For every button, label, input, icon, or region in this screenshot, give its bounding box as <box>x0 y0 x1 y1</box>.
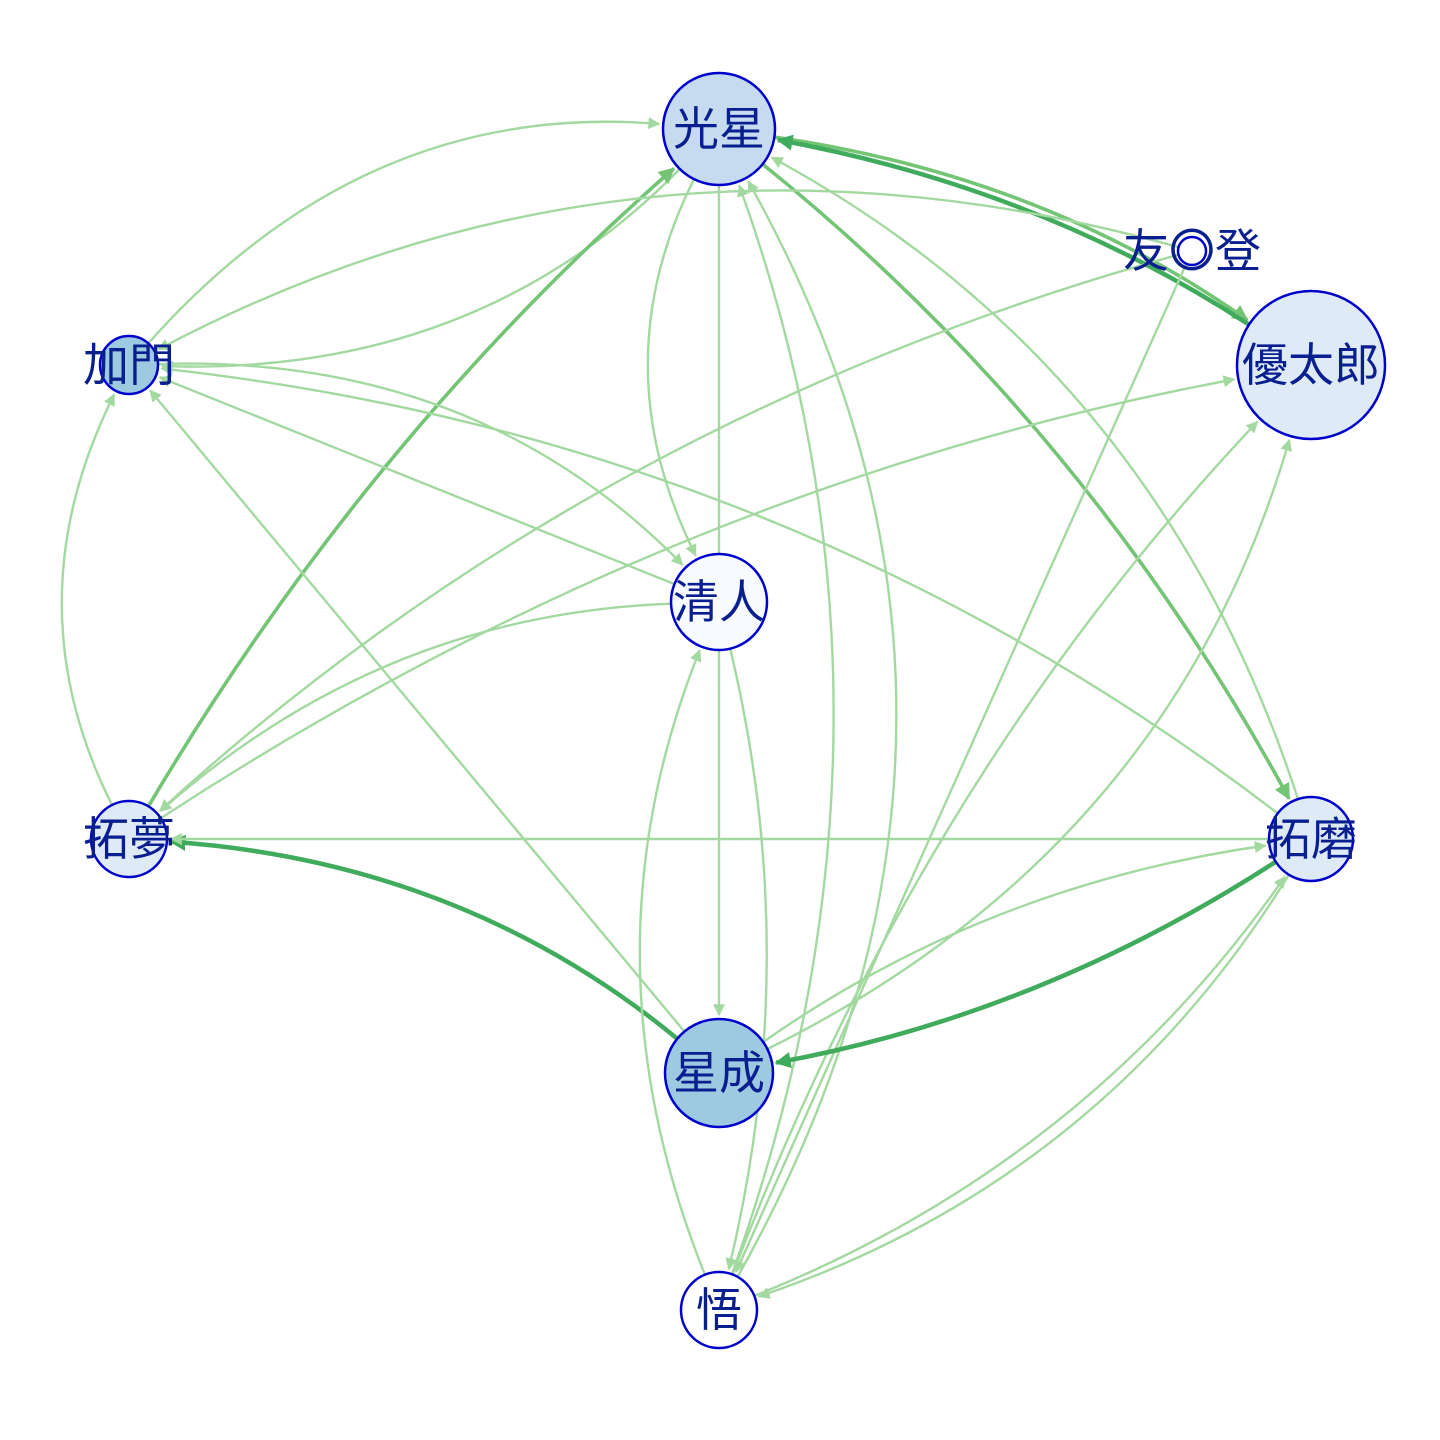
node-kousei: 光星 <box>661 71 777 187</box>
edge-takumu-to-kamon <box>60 393 116 806</box>
edge-kiyoto-to-satoru <box>725 648 768 1271</box>
edge-satoru-to-yutaro <box>731 420 1259 1275</box>
edges-layer <box>60 117 1300 1299</box>
edge-seisei-to-takumu <box>169 834 679 1041</box>
edge-takuma-to-kousei <box>770 156 1300 800</box>
edge-seisei-to-takuma <box>762 841 1267 1043</box>
edge-takumu-to-yutaro <box>160 375 1236 820</box>
node-label-takumu: 拓夢 <box>83 812 175 866</box>
node-label-yuto: 友〇登 <box>1123 224 1261 278</box>
node-takumu: 拓夢 <box>83 799 175 879</box>
edge-satoru-to-kousei <box>730 184 835 1275</box>
node-circle-yuto <box>1176 235 1208 267</box>
node-circle-kiyoto <box>669 552 769 652</box>
node-yuto: 友〇登 <box>1123 224 1261 278</box>
node-label-kousei: 光星 <box>673 102 765 156</box>
node-seisei: 星成 <box>663 1017 775 1129</box>
node-circle-seisei <box>663 1017 775 1129</box>
node-kamon: 加門 <box>83 334 175 396</box>
edge-kamon-to-kousei <box>147 117 661 345</box>
node-takuma: 拓磨 <box>1265 795 1357 883</box>
edge-takuma-to-satoru <box>757 874 1290 1299</box>
edge-satoru-to-takuma <box>753 875 1286 1298</box>
node-circle-kamon <box>98 334 160 396</box>
node-label-seisei: 星成 <box>673 1046 765 1100</box>
edge-yuto-to-kamon <box>157 189 1179 351</box>
edge-satoru-to-kiyoto <box>638 649 707 1276</box>
node-label-satoru: 悟 <box>696 1283 742 1337</box>
edge-takumu-to-kousei <box>146 167 676 808</box>
node-yutaro: 優太郎 <box>1235 289 1387 441</box>
node-label-kiyoto: 清人 <box>673 575 765 629</box>
edge-yutaro-to-kousei <box>776 134 1251 327</box>
node-circle-satoru <box>679 1270 759 1350</box>
node-satoru: 悟 <box>679 1270 759 1350</box>
node-circle-kousei <box>661 71 777 187</box>
edge-kousei-to-takuma <box>761 162 1291 801</box>
edge-kamon-to-kiyoto <box>157 362 684 566</box>
edge-yuto-to-satoru <box>735 263 1188 1273</box>
edge-seisei-to-yutaro <box>766 438 1293 1051</box>
node-circle-takuma <box>1267 795 1355 883</box>
edge-kousei-to-kiyoto <box>646 178 697 557</box>
node-circle-yutaro <box>1235 289 1387 441</box>
edge-takuma-to-seisei <box>774 859 1277 1069</box>
edge-kousei-to-kamon <box>160 168 681 373</box>
edge-kiyoto-to-takumu <box>159 602 672 812</box>
edge-kousei-to-yutaro <box>774 135 1249 322</box>
node-kiyoto: 清人 <box>669 552 769 652</box>
edge-seisei-to-kamon <box>149 389 686 1033</box>
node-circle-takumu <box>89 799 169 879</box>
edge-kiyoto-to-kamon <box>158 375 675 586</box>
edge-yuto-to-takumu <box>159 253 1179 812</box>
node-label-kamon: 加門 <box>83 338 175 392</box>
node-label-yutaro: 優太郎 <box>1242 338 1380 392</box>
node-label-takuma: 拓磨 <box>1265 812 1357 866</box>
edge-satoru-to-kousei <box>736 180 898 1278</box>
